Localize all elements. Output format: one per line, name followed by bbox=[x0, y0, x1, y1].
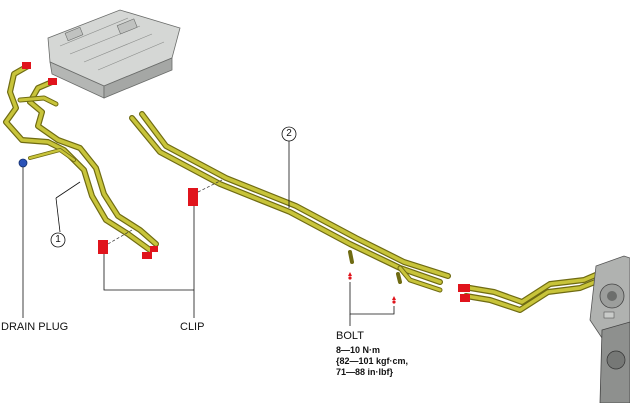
hose-1-upper-fitting bbox=[22, 62, 31, 69]
hose-1-lower-fitting-2 bbox=[150, 246, 158, 252]
callout-2-number: 2 bbox=[286, 128, 292, 139]
drain-plug bbox=[18, 158, 28, 168]
callout-1-circle bbox=[50, 232, 66, 248]
clip-left bbox=[98, 240, 108, 254]
bolt-left bbox=[348, 272, 352, 276]
hose-right-fitting bbox=[458, 284, 470, 292]
drain-plug-label: DRAIN PLUG bbox=[1, 321, 69, 333]
torque-spec-line-2: {82—101 kgf·cm, bbox=[336, 356, 409, 366]
charger-unit bbox=[47, 9, 181, 99]
hose-part-1 bbox=[3, 63, 159, 253]
torque-spec-line-3: 71—88 in·lbf} bbox=[336, 367, 394, 377]
clip-center bbox=[188, 188, 198, 206]
motor-unit bbox=[589, 255, 630, 403]
hose-1-upper-fitting-2 bbox=[48, 78, 57, 85]
callout-1-number: 1 bbox=[55, 234, 61, 245]
clip-label: CLIP bbox=[180, 321, 205, 333]
bolt-leader-lines bbox=[349, 282, 395, 326]
clip-leader-lines bbox=[103, 206, 195, 318]
hose-right-fitting-2 bbox=[460, 294, 470, 302]
hose-1-lower-fitting bbox=[142, 252, 152, 259]
torque-spec-line-1: 8—10 N·m bbox=[336, 345, 381, 355]
bolt-label: BOLT bbox=[336, 330, 364, 342]
bolt-right bbox=[392, 296, 396, 300]
hose-part-2 bbox=[129, 111, 451, 293]
hose-right bbox=[463, 265, 615, 313]
